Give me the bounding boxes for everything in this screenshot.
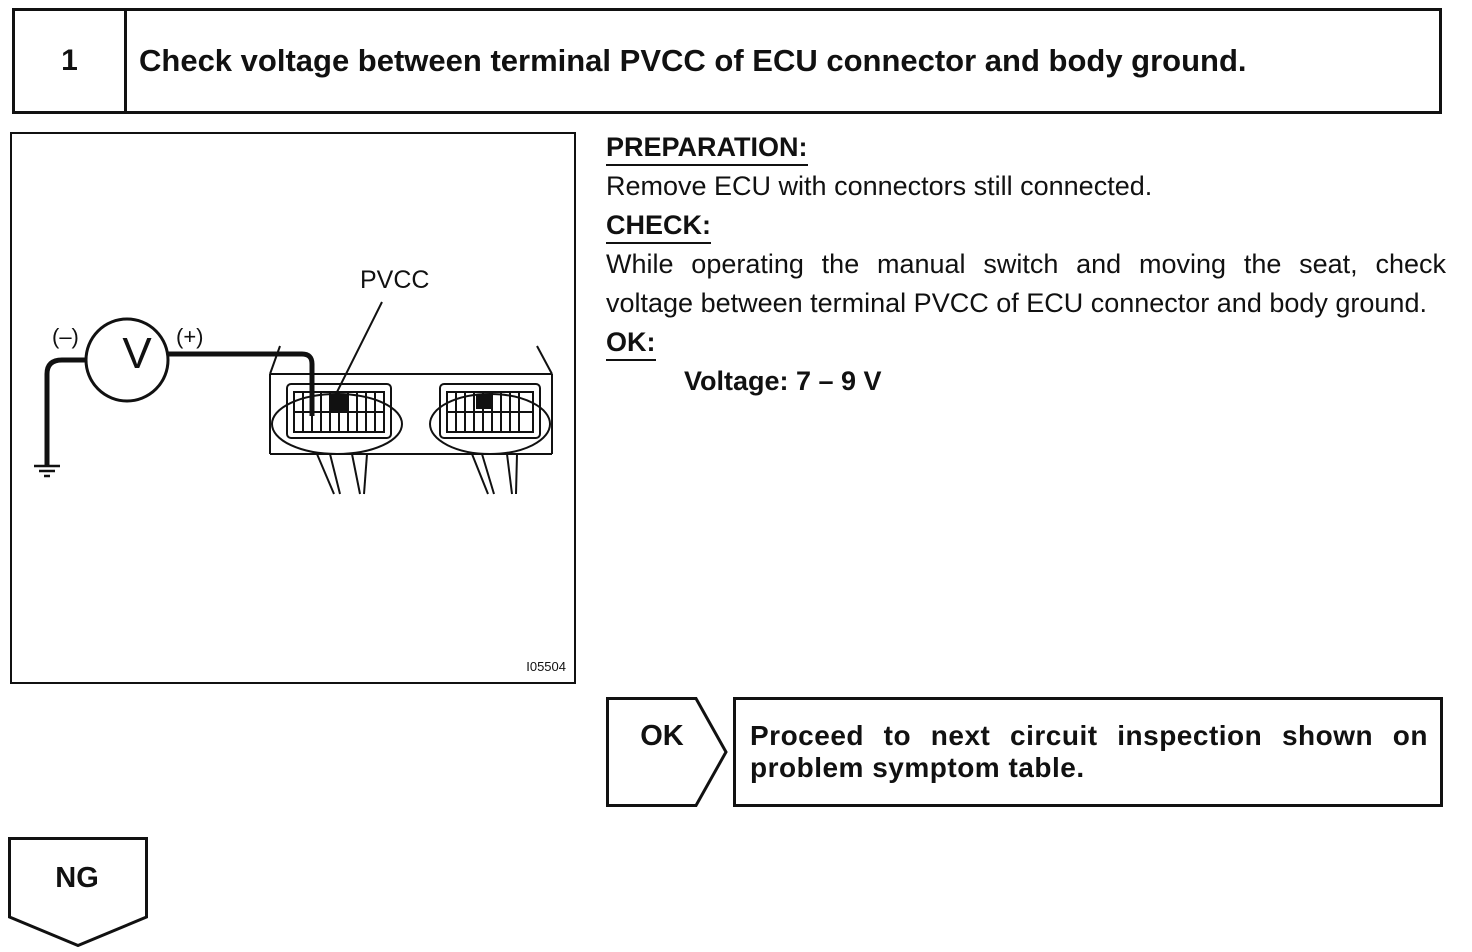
figure-code: I05504 xyxy=(526,659,566,674)
check-text: While operating the manual switch and mo… xyxy=(606,249,1446,318)
pvcc-label: PVCC xyxy=(360,266,430,294)
check-heading: CHECK: xyxy=(606,208,711,244)
ng-label: NG xyxy=(55,862,99,894)
voltmeter-icon xyxy=(84,317,170,403)
preparation-heading: PREPARATION: xyxy=(606,130,808,166)
ok-value: Voltage: 7 – 9 V xyxy=(684,366,882,396)
voltmeter-symbol: V xyxy=(122,329,152,378)
connector-diagram xyxy=(34,301,553,495)
wiring-figure: PVCC (–) (+) V I05504 xyxy=(10,132,576,684)
step-title: Check voltage between terminal PVCC of E… xyxy=(139,43,1247,78)
positive-lead-wire xyxy=(168,351,315,416)
ground-icon xyxy=(34,464,60,478)
ok-arrow-icon xyxy=(606,697,728,807)
ecu-connector-left xyxy=(271,383,403,455)
ecu-connector-right xyxy=(429,383,551,455)
ok-action-box: Proceed to next circuit inspection shown… xyxy=(733,697,1443,807)
negative-lead-wire xyxy=(44,357,86,466)
wire-harness xyxy=(316,453,518,495)
ok-heading: OK: xyxy=(606,325,656,361)
step-number: 1 xyxy=(15,11,127,111)
step-header: 1 Check voltage between terminal PVCC of… xyxy=(12,8,1442,114)
preparation-text: Remove ECU with connectors still connect… xyxy=(606,171,1153,201)
positive-lead-label: (+) xyxy=(176,324,204,349)
negative-lead-label: (–) xyxy=(52,324,79,349)
ok-label: OK xyxy=(640,720,684,752)
ng-arrow-icon xyxy=(8,837,148,947)
pvcc-leader-line xyxy=(329,301,383,407)
instructions: PREPARATION: Remove ECU with connectors … xyxy=(606,128,1446,401)
